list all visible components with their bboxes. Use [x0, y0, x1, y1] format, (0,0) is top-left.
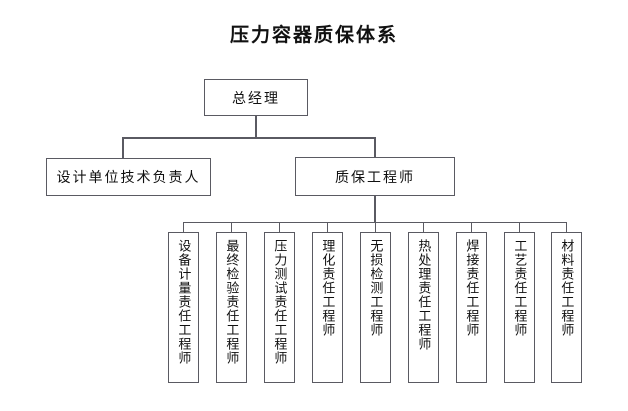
node-design-technical-lead-label: 设计单位技术负责人 — [56, 171, 201, 186]
node-equipment-metrology-engineer[interactable]: 设备计量责任工程师 — [168, 232, 199, 383]
connector-stub-8 — [519, 222, 520, 232]
connector-stub-6 — [423, 222, 424, 232]
node-heat-treatment-engineer-label: 热处理责任工程师 — [416, 239, 432, 351]
node-heat-treatment-engineer[interactable]: 热处理责任工程师 — [408, 232, 439, 383]
connector-stub-7 — [471, 222, 472, 232]
node-ndt-engineer[interactable]: 无损检测工程师 — [360, 232, 391, 383]
connector-level3-bus — [183, 222, 566, 223]
node-material-engineer[interactable]: 材料责任工程师 — [551, 232, 582, 383]
connector-qa-down — [374, 196, 376, 223]
connector-stub-4 — [327, 222, 328, 232]
page-title: 压力容器质保体系 — [229, 25, 398, 46]
node-final-inspection-engineer[interactable]: 最终检验责任工程师 — [216, 232, 247, 383]
node-welding-engineer-label: 焊接责任工程师 — [464, 239, 480, 337]
node-equipment-metrology-engineer-label: 设备计量责任工程师 — [176, 239, 192, 365]
node-general-manager[interactable]: 总经理 — [204, 79, 308, 116]
node-process-engineer[interactable]: 工艺责任工程师 — [504, 232, 535, 383]
connector-bus-to-qa — [374, 137, 376, 157]
node-pressure-test-engineer[interactable]: 压力测试责任工程师 — [264, 232, 295, 383]
node-general-manager-label: 总经理 — [232, 91, 280, 107]
connector-gm-down — [255, 116, 257, 138]
connector-stub-2 — [231, 222, 232, 232]
connector-stub-5 — [375, 222, 376, 232]
node-ndt-engineer-label: 无损检测工程师 — [368, 239, 384, 337]
node-qa-engineer-label: 质保工程师 — [335, 170, 415, 186]
connector-level2-bus — [122, 137, 376, 139]
node-physical-chemical-engineer-label: 理化责任工程师 — [320, 239, 336, 337]
node-design-technical-lead[interactable]: 设计单位技术负责人 — [46, 158, 211, 196]
node-physical-chemical-engineer[interactable]: 理化责任工程师 — [312, 232, 343, 383]
connector-bus-to-design — [122, 137, 124, 158]
connector-stub-1 — [183, 222, 184, 232]
node-welding-engineer[interactable]: 焊接责任工程师 — [456, 232, 487, 383]
node-final-inspection-engineer-label: 最终检验责任工程师 — [224, 239, 240, 365]
node-material-engineer-label: 材料责任工程师 — [559, 239, 575, 337]
node-pressure-test-engineer-label: 压力测试责任工程师 — [272, 239, 288, 365]
connector-stub-3 — [279, 222, 280, 232]
node-qa-engineer[interactable]: 质保工程师 — [295, 157, 455, 196]
connector-stub-9 — [566, 222, 567, 232]
node-process-engineer-label: 工艺责任工程师 — [512, 239, 528, 337]
